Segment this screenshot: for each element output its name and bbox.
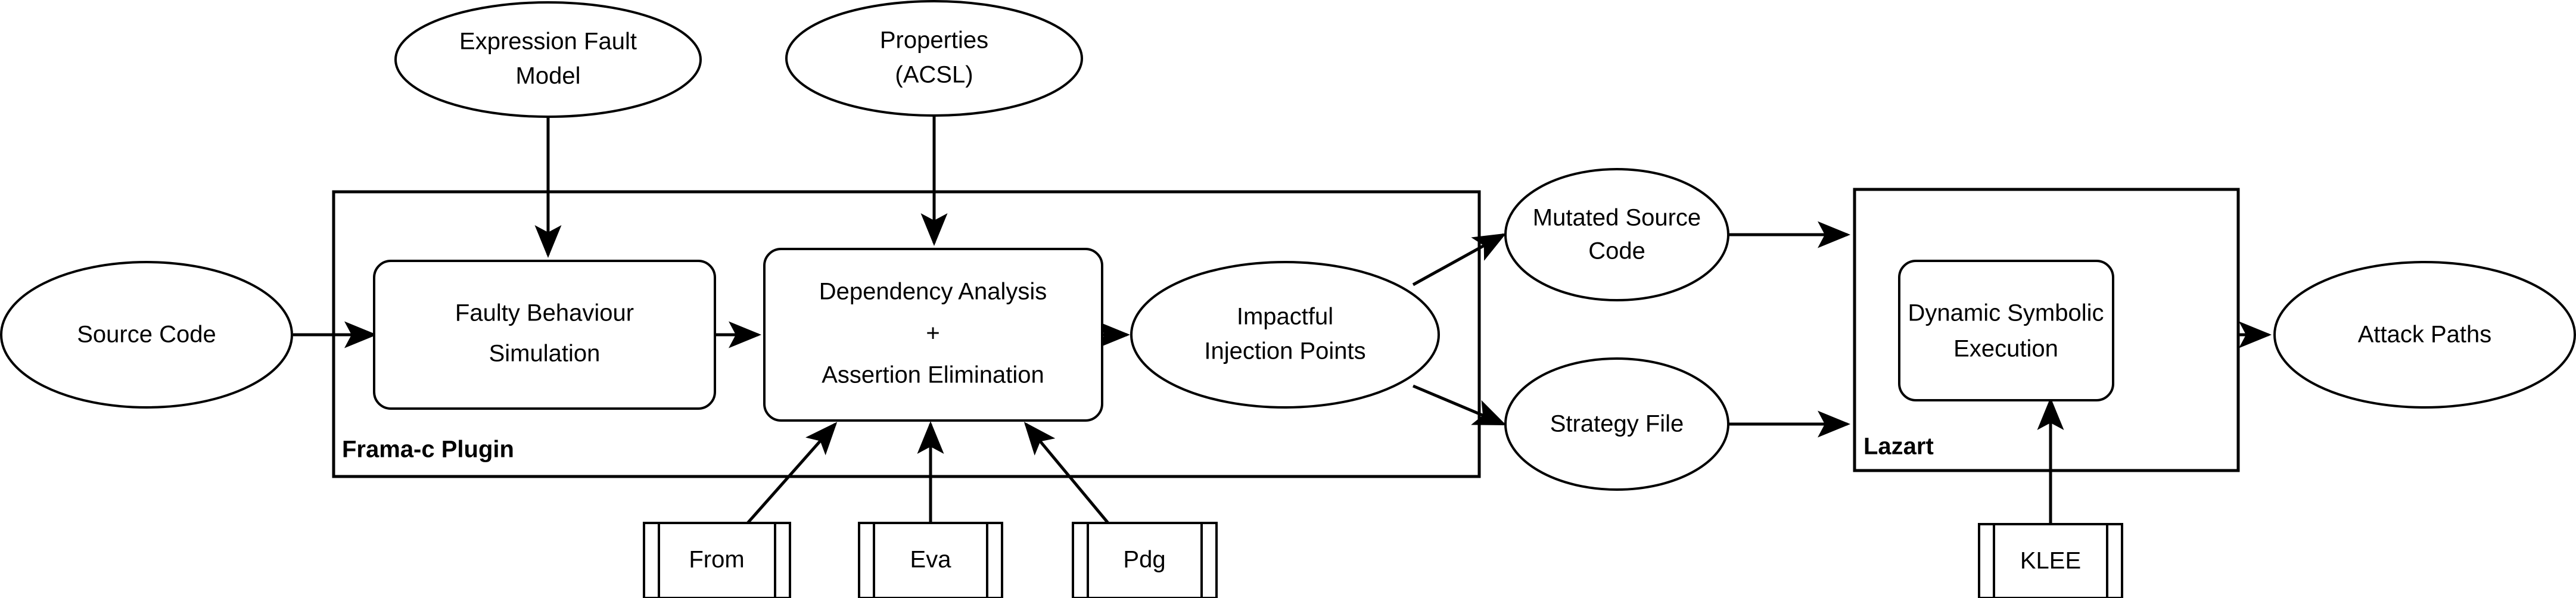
attack-paths-label: Attack Paths <box>2358 322 2492 348</box>
expression-fault-model-label-line2: Model <box>516 63 581 89</box>
strategy-file-label: Strategy File <box>1550 411 1684 437</box>
attack-paths-ellipse[interactable] <box>2273 261 2576 409</box>
dependency-analysis-label-line2: Assertion Elimination <box>822 362 1044 388</box>
dependency-analysis-box[interactable] <box>763 248 1103 422</box>
klee-label: KLEE <box>2020 548 2081 574</box>
node-strategy-file[interactable]: Strategy File <box>1504 357 1729 491</box>
lazart-border <box>1853 188 2240 472</box>
node-pdg[interactable]: Pdg <box>1072 522 1218 598</box>
klee-box[interactable] <box>1978 523 2123 598</box>
properties-acsl-label-line1: Properties <box>880 27 988 54</box>
node-properties-acsl[interactable]: Properties (ACSL) <box>785 0 1083 117</box>
node-klee[interactable]: KLEE <box>1978 523 2123 598</box>
node-eva[interactable]: Eva <box>858 522 1003 598</box>
eva-label: Eva <box>910 547 952 573</box>
dynamic-symbolic-execution-label-line1: Dynamic Symbolic <box>1908 300 2104 326</box>
mutated-source-code-label-line2: Code <box>1588 238 1645 264</box>
properties-acsl-ellipse[interactable] <box>785 0 1083 117</box>
faulty-behaviour-simulation-label-line2: Simulation <box>489 341 601 367</box>
node-faulty-behaviour-simulation[interactable]: Faulty Behaviour Simulation <box>373 260 716 410</box>
pdg-box[interactable] <box>1072 522 1218 598</box>
frama-c-plugin-label: Frama-c Plugin <box>342 437 514 463</box>
dependency-analysis-label-plus: + <box>926 320 939 347</box>
container-lazart: Lazart <box>1853 188 2240 472</box>
dynamic-symbolic-execution-box[interactable] <box>1898 260 2114 401</box>
mutated-source-code-ellipse[interactable] <box>1504 168 1729 301</box>
faulty-behaviour-simulation-label-line1: Faulty Behaviour <box>455 300 634 326</box>
edge-injection-points-to-strategy-file <box>1413 384 1507 426</box>
source-code-ellipse[interactable] <box>0 261 293 409</box>
node-dynamic-symbolic-execution[interactable]: Dynamic Symbolic Execution <box>1898 260 2114 401</box>
impactful-injection-points-label-line2: Injection Points <box>1204 338 1365 365</box>
dynamic-symbolic-execution-label-line2: Execution <box>1953 336 2058 362</box>
strategy-file-ellipse[interactable] <box>1504 357 1729 491</box>
eva-box[interactable] <box>858 522 1003 598</box>
from-box[interactable] <box>643 522 791 598</box>
source-code-label: Source Code <box>77 322 216 348</box>
dependency-analysis-label-line1: Dependency Analysis <box>819 279 1047 305</box>
edge-from-to-dependency-analysis <box>746 422 838 524</box>
node-attack-paths[interactable]: Attack Paths <box>2273 261 2576 409</box>
lazart-label: Lazart <box>1863 434 1934 460</box>
node-expression-fault-model[interactable]: Expression Fault Model <box>394 1 702 118</box>
impactful-injection-points-ellipse[interactable] <box>1130 261 1440 409</box>
mutated-source-code-label-line1: Mutated Source <box>1533 205 1701 231</box>
expression-fault-model-label-line1: Expression Fault <box>459 29 637 55</box>
node-dependency-analysis[interactable]: Dependency Analysis + Assertion Eliminat… <box>763 248 1103 422</box>
from-label: From <box>689 547 744 573</box>
node-mutated-source-code[interactable]: Mutated Source Code <box>1504 168 1729 301</box>
node-impactful-injection-points[interactable]: Impactful Injection Points <box>1130 261 1440 409</box>
node-source-code[interactable]: Source Code <box>0 261 293 409</box>
node-from[interactable]: From <box>643 522 791 598</box>
pdg-label: Pdg <box>1123 547 1165 573</box>
expression-fault-model-ellipse[interactable] <box>394 1 702 118</box>
edge-injection-points-to-mutated-source-code <box>1412 233 1507 286</box>
edge-pdg-to-dependency-analysis <box>1023 422 1109 524</box>
properties-acsl-label-line2: (ACSL) <box>895 62 973 88</box>
impactful-injection-points-label-line1: Impactful <box>1237 304 1333 330</box>
faulty-behaviour-simulation-box[interactable] <box>373 260 716 410</box>
edge-layer <box>293 116 2272 524</box>
